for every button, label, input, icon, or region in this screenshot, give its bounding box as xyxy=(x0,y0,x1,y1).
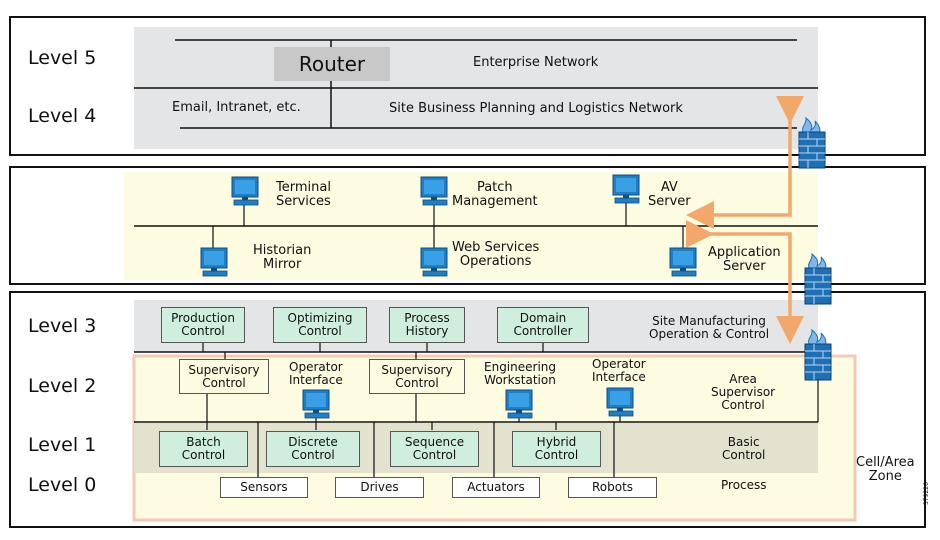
process-label: Process xyxy=(721,478,767,492)
sequence-control-box: Sequence Control xyxy=(390,431,479,467)
production-control-box: Production Control xyxy=(161,307,245,343)
computer-icon xyxy=(231,176,259,206)
av-server-label: AV Server xyxy=(648,180,691,210)
figure-id: 379226 xyxy=(923,482,930,505)
traffic-arrows xyxy=(686,96,804,344)
area-supervisor-label: Area Supervisor Control xyxy=(711,372,776,413)
site-manufacturing-label: Site Manufacturing Operation & Control xyxy=(649,314,770,342)
computer-icon xyxy=(420,247,448,277)
discrete-control-box: Discrete Control xyxy=(266,431,360,467)
computer-icon xyxy=(606,387,634,417)
computer-icon xyxy=(669,247,697,277)
operator-interface-label: Operator Interface xyxy=(592,357,646,385)
operator-interface-label: Operator Interface xyxy=(289,360,343,388)
batch-control-box: Batch Control xyxy=(159,431,248,467)
process-history-box: Process History xyxy=(389,307,465,343)
optimizing-control-box: Optimizing Control xyxy=(273,307,367,343)
historian-mirror-label: Historian Mirror xyxy=(253,243,312,273)
computer-icon xyxy=(420,176,448,206)
router: Router xyxy=(274,47,390,81)
level-4-label: Level 4 xyxy=(28,105,97,127)
terminal-services-label: Terminal Services xyxy=(276,180,331,210)
computer-icon xyxy=(302,389,330,419)
actuators-box: Actuators xyxy=(452,477,540,498)
computer-icon xyxy=(612,174,640,204)
robots-box: Robots xyxy=(568,477,657,498)
manufacturing-panel xyxy=(9,291,926,528)
application-server-label: Application Server xyxy=(708,245,781,275)
hybrid-control-box: Hybrid Control xyxy=(512,431,601,467)
supervisory-control-box: Supervisory Control xyxy=(179,359,269,394)
supervisory-control-box: Supervisory Control xyxy=(369,359,465,394)
level-2-label: Level 2 xyxy=(28,375,97,397)
basic-control-label: Basic Control xyxy=(722,435,766,463)
level-5-label: Level 5 xyxy=(28,47,97,69)
site-business-label: Site Business Planning and Logistics Net… xyxy=(389,101,683,116)
domain-controller-box: Domain Controller xyxy=(497,307,589,343)
dmz-panel xyxy=(9,166,926,285)
patch-management-label: Patch Management xyxy=(452,180,538,210)
level-0-label: Level 0 xyxy=(28,474,97,496)
cell-area-zone-label: Cell/Area Zone xyxy=(856,455,915,485)
web-services-label: Web Services Operations xyxy=(452,240,540,270)
level-3-label: Level 3 xyxy=(28,315,97,337)
email-intranet-label: Email, Intranet, etc. xyxy=(172,100,301,115)
sensors-box: Sensors xyxy=(220,477,308,498)
drives-box: Drives xyxy=(335,477,424,498)
computer-icon xyxy=(505,389,533,419)
enterprise-network-label: Enterprise Network xyxy=(473,55,599,70)
level-1-label: Level 1 xyxy=(28,434,97,456)
enterprise-panel xyxy=(9,16,926,156)
computer-icon xyxy=(200,247,228,277)
engineering-workstation-label: Engineering Workstation xyxy=(484,360,556,388)
